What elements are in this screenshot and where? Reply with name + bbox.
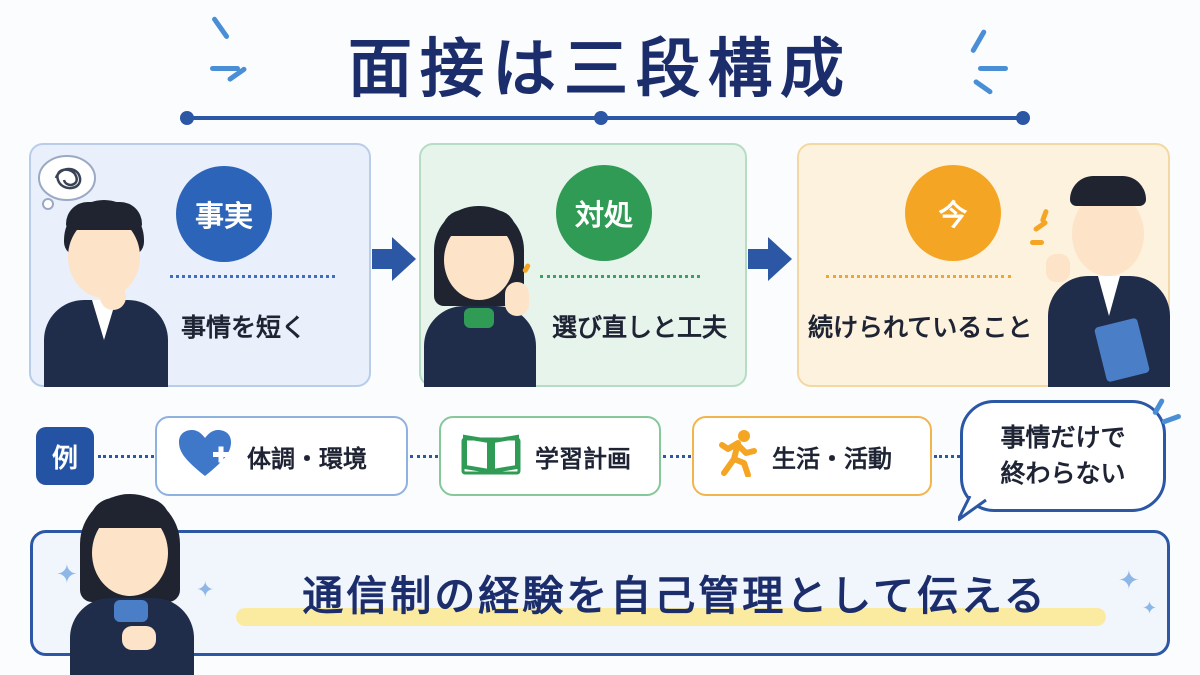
arrow-stem	[748, 249, 770, 269]
example-tag: 例	[36, 427, 94, 485]
title-underline-dot-right	[1016, 111, 1030, 125]
dotted-divider	[540, 275, 700, 278]
text-highlight	[236, 608, 1106, 626]
dotted-connector	[934, 455, 960, 458]
boy-confident-illustration	[1042, 172, 1170, 387]
badge-now: 今	[905, 165, 1001, 261]
sparkle-icon: ✦	[196, 578, 215, 603]
sparkle-icon	[514, 262, 534, 288]
card-action-label: 選び直しと工夫	[552, 313, 728, 342]
sparkle-icon: ✦	[1142, 598, 1158, 619]
sparkle-icon: ✦	[56, 560, 78, 590]
example-study-plan: 学習計画	[439, 416, 661, 496]
bubble-spark-icon	[1150, 392, 1190, 436]
dotted-divider	[826, 275, 1011, 278]
example-health-environment: 体調・環境	[155, 416, 408, 496]
heart-plus-icon	[177, 428, 233, 484]
arrow-right-icon	[392, 237, 416, 281]
running-person-icon	[714, 429, 758, 483]
page-title: 面接は三段構成	[348, 33, 852, 107]
title-sparkle-right	[960, 28, 1020, 96]
example-life-activities: 生活・活動	[692, 416, 932, 496]
open-book-icon	[461, 431, 521, 481]
example-label: 学習計画	[535, 444, 631, 473]
title-sparkle-left	[200, 15, 260, 90]
card-now-label: 続けられていること	[808, 313, 1033, 342]
example-label: 生活・活動	[772, 444, 892, 473]
key-message-banner	[30, 530, 1170, 656]
boy-thinking-illustration	[40, 196, 170, 387]
dotted-connector	[410, 455, 438, 458]
dotted-divider	[170, 275, 335, 278]
sparkle-icon: ✦	[1118, 566, 1140, 596]
girl-hand-on-chest-illustration	[66, 488, 196, 675]
dotted-connector	[98, 455, 154, 458]
pointing-hand	[505, 282, 529, 316]
girl-pointing-illustration	[422, 206, 538, 387]
speech-bubble-tail	[956, 495, 988, 522]
thought-bubble-icon	[34, 152, 100, 212]
bubble-line-2: 終わらない	[1000, 459, 1126, 488]
dotted-connector	[663, 455, 691, 458]
key-message-text: 通信制の経験を自己管理として伝える	[302, 572, 1048, 620]
card-fact-label: 事情を短く	[181, 313, 307, 342]
example-label: 体調・環境	[247, 444, 367, 473]
spark-lines-icon	[1022, 208, 1062, 250]
badge-fact: 事実	[176, 166, 272, 262]
arrow-right-icon	[768, 237, 792, 281]
title-underline-dot-center	[594, 111, 608, 125]
title-underline-dot-left	[180, 111, 194, 125]
badge-action: 対処	[556, 165, 652, 261]
arrow-stem	[372, 249, 394, 269]
speech-bubble: 事情だけで 終わらない	[960, 400, 1166, 512]
bubble-line-1: 事情だけで	[1000, 423, 1126, 452]
